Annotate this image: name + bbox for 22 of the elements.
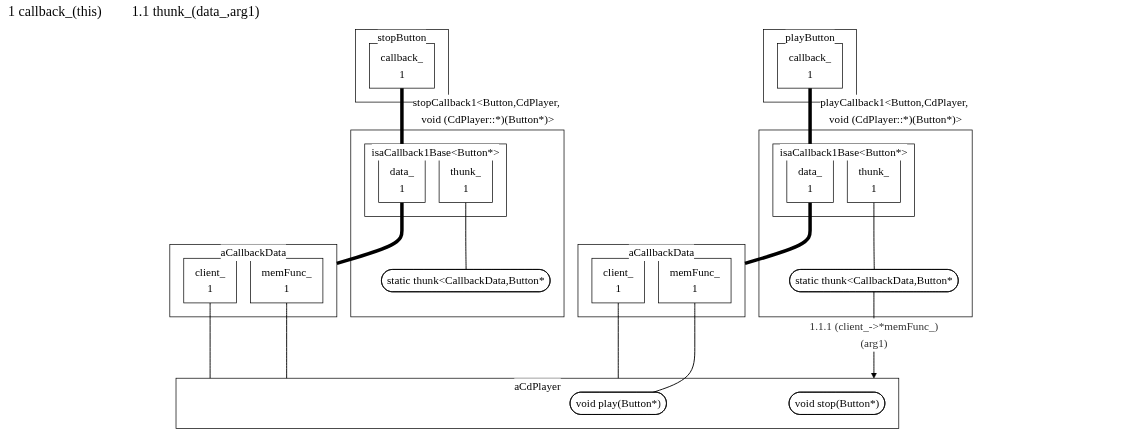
connector (209, 302, 211, 379)
node-box: callback_ 1 (777, 43, 843, 89)
node-box: client_ 1 (591, 257, 645, 304)
node-box: callback_ 1 (369, 43, 435, 89)
node-box: memFunc_ 1 (250, 257, 324, 304)
cluster (350, 129, 565, 318)
connector (465, 202, 467, 271)
connector (744, 202, 812, 265)
node-box: client_ 1 (183, 257, 237, 304)
node-box: memFunc_ 1 (658, 257, 732, 304)
connector (336, 202, 404, 265)
message-label: 1.1 thunk_(data_,arg1) (131, 4, 260, 21)
edge-label: 1.1.1 (client_->*memFunc_)(arg1) (809, 320, 939, 349)
connector (400, 88, 404, 144)
message-label: 1 callback_(this) (8, 4, 102, 21)
node-label: playCallback1<Button,CdPlayer, void (CdPlayer::*)(Button*)> (820, 96, 968, 126)
connector (873, 202, 875, 271)
connector (617, 302, 619, 379)
connector (808, 88, 812, 144)
connector (286, 302, 288, 379)
cluster (758, 129, 973, 318)
node-label: stopCallback1<Button,CdPlayer, void (CdPlayer::*)(Button*)> (412, 96, 560, 126)
